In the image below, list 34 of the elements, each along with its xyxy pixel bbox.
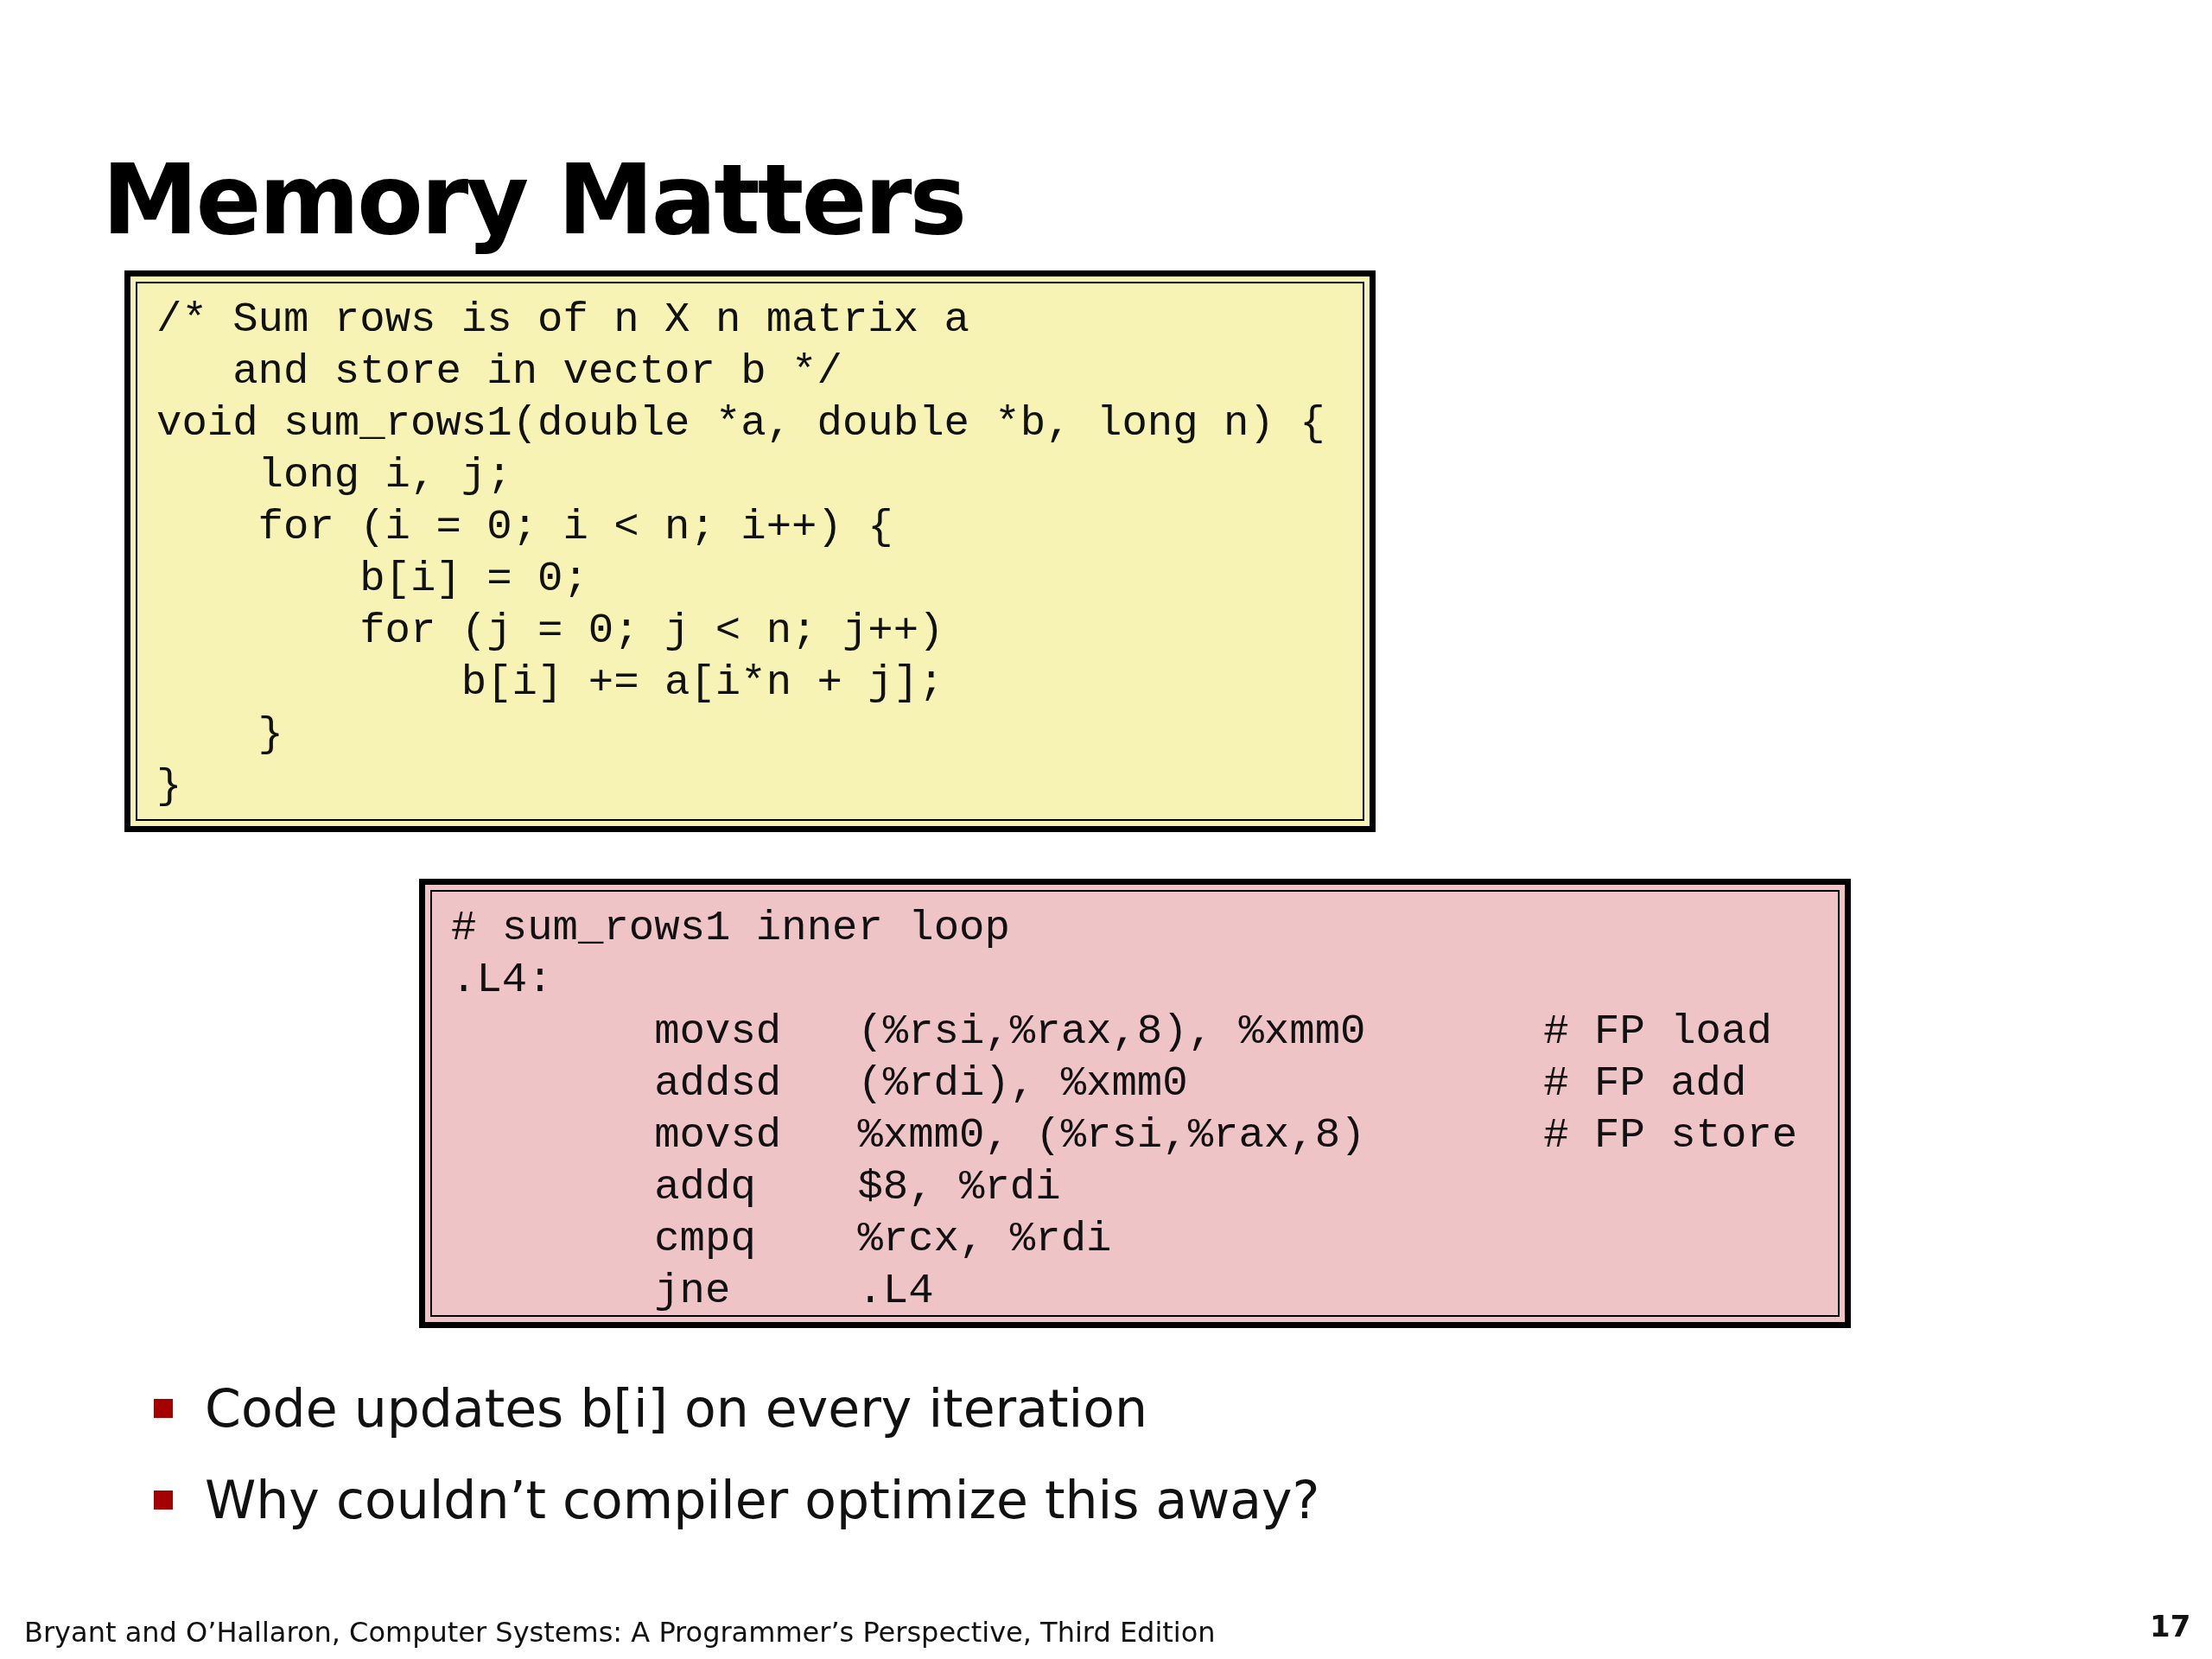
assembly-instruction: jne — [654, 1266, 731, 1317]
code-comment: # FP add — [1543, 1058, 1747, 1109]
assembly-instruction: movsd — [654, 1110, 782, 1161]
assembly-operand: (%rdi), %xmm0 — [857, 1058, 1188, 1109]
code-comment: # FP store — [1543, 1110, 1798, 1161]
code-line: b[i] += a[i*n + j]; — [461, 658, 944, 709]
assembly-instruction: addsd — [654, 1058, 782, 1109]
code-line: } — [156, 761, 182, 812]
page-number: 17 — [2150, 1609, 2191, 1643]
assembly-operand: $8, %rdi — [857, 1162, 1061, 1213]
code-line: } — [257, 709, 283, 760]
code-line: .L4: — [451, 955, 553, 1006]
code-line: for (j = 0; j < n; j++) — [359, 606, 944, 657]
code-line: for (i = 0; i < n; i++) { — [257, 502, 893, 553]
code-comment: # FP load — [1543, 1007, 1772, 1058]
bullet-text: Why couldn’t compiler optimize this away? — [205, 1470, 1320, 1530]
code-line: # sum_rows1 inner loop — [451, 903, 1010, 954]
assembly-instruction: movsd — [654, 1007, 782, 1058]
assembly-instruction: addq — [654, 1162, 756, 1213]
assembly-operand: .L4 — [857, 1266, 934, 1317]
assembly-instruction: cmpq — [654, 1214, 756, 1265]
code-line: b[i] = 0; — [359, 554, 588, 605]
code-line: and store in vector b */ — [232, 346, 842, 397]
code-line: void sum_rows1(double *a, double *b, long n) { — [156, 398, 1325, 449]
code-line: /* Sum rows is of n X n matrix a — [156, 295, 969, 346]
assembly-operand: %xmm0, (%rsi,%rax,8) — [857, 1110, 1366, 1161]
footer-text: Bryant and O’Hallaron, Computer Systems: A Programmer’s Perspective, Third Edition — [24, 1616, 1216, 1649]
slide-title: Memory Matters — [102, 147, 965, 254]
assembly-operand: %rcx, %rdi — [857, 1214, 1112, 1265]
code-line: long i, j; — [257, 450, 512, 501]
code-box — [419, 879, 1851, 1328]
bullet-text: Code updates b[i] on every iteration — [205, 1378, 1147, 1439]
assembly-operand: (%rsi,%rax,8), %xmm0 — [857, 1007, 1366, 1058]
code-box — [124, 270, 1376, 832]
